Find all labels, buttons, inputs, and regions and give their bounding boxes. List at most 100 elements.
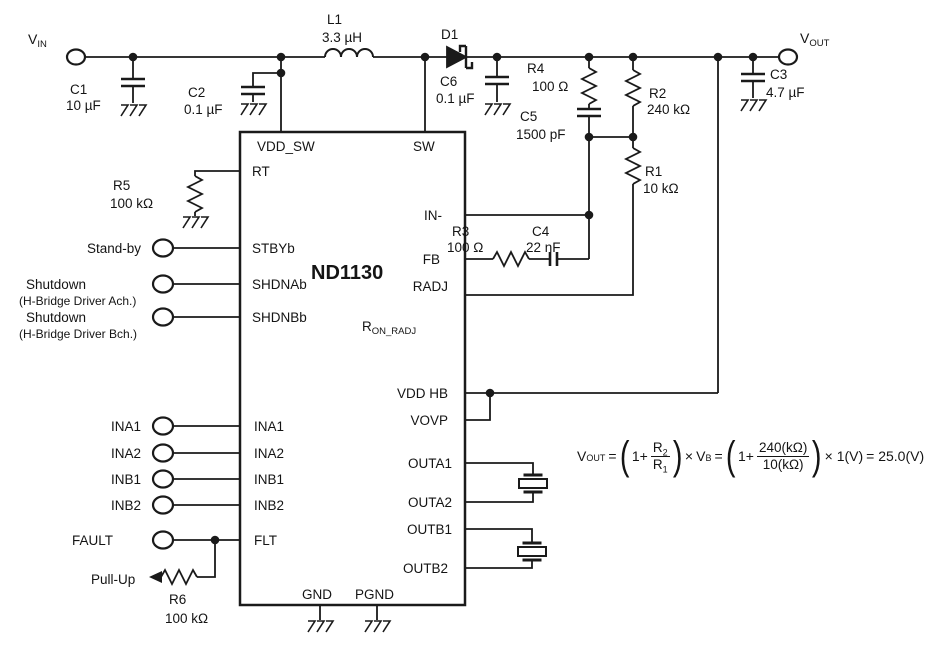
terminal-fault	[151, 530, 175, 550]
capacitor-c3-icon	[739, 72, 767, 83]
pin-rt: RT	[252, 164, 270, 179]
pin-shdnab: SHDNAb	[252, 277, 307, 292]
schematic-labels: VIN VOUT C1 10 µF C2 0.1 µF L1 3.3 µH D1…	[19, 12, 830, 626]
pullup-arrow-icon	[149, 571, 162, 583]
resistor-r6-icon	[160, 569, 198, 585]
l1-value: 3.3 µH	[322, 30, 362, 45]
pin-stbyb: STBYb	[252, 241, 295, 256]
inductor-l1-icon	[324, 48, 374, 58]
terminal-vin	[65, 48, 87, 66]
pin-inb2: INB2	[254, 498, 284, 513]
inb2-label: INB2	[111, 498, 141, 513]
capacitor-c6-icon	[483, 75, 511, 86]
capacitor-c5-icon	[575, 107, 603, 118]
terminal-standby	[151, 238, 175, 258]
resistor-r5-icon	[187, 175, 203, 213]
pin-flt: FLT	[254, 533, 277, 548]
c5-ref: C5	[520, 109, 537, 124]
r4-value: 100 Ω	[532, 79, 568, 94]
wire-rt-r5	[194, 170, 240, 216]
c6-ref: C6	[440, 74, 457, 89]
piezo-element-a-icon	[517, 473, 549, 494]
fraction-values: 240(kΩ) 10(kΩ)	[756, 439, 810, 472]
vout-label: VOUT	[800, 30, 830, 49]
terminal-shutdown-b	[151, 307, 175, 327]
pin-fb: FB	[423, 252, 440, 267]
schottky-diode-d1-icon	[446, 44, 474, 70]
pin-vovp: VOVP	[410, 413, 448, 428]
ina2-label: INA2	[111, 446, 141, 461]
wire-gnd-pgnd	[319, 605, 378, 620]
open-paren: (	[619, 434, 629, 478]
pin-outb2: OUTB2	[403, 561, 448, 576]
junction-dots	[128, 52, 758, 545]
shutdown-b-note: (H-Bridge Driver Bch.)	[19, 327, 137, 341]
pin-outa2: OUTA2	[408, 495, 452, 510]
r5-ref: R5	[113, 178, 130, 193]
pin-gnd: GND	[302, 587, 332, 602]
pin-in-minus: IN-	[424, 208, 442, 223]
r2-ref: R2	[649, 86, 666, 101]
resistor-r3-icon	[492, 251, 530, 267]
c1-ref: C1	[70, 82, 87, 97]
r4-ref: R4	[527, 61, 545, 76]
resistor-r2-icon	[625, 69, 641, 107]
inb1-label: INB1	[111, 472, 141, 487]
fault-label: FAULT	[72, 533, 113, 548]
c5-value: 1500 pF	[516, 127, 566, 142]
resistor-r1-icon	[625, 147, 641, 185]
capacitor-c1-icon	[119, 77, 147, 88]
c4-value: 22 nF	[526, 240, 561, 255]
ina1-label: INA1	[111, 419, 141, 434]
r3-ref: R3	[452, 224, 469, 239]
shutdown-b-label: Shutdown	[26, 310, 86, 325]
wire-control-inputs	[173, 247, 240, 541]
pullup-label: Pull-Up	[91, 572, 135, 587]
pin-radj: RADJ	[413, 279, 448, 294]
terminal-inb1	[151, 469, 175, 489]
terminal-vout	[777, 48, 799, 66]
r5-value: 100 kΩ	[110, 196, 153, 211]
l1-ref: L1	[327, 12, 342, 27]
ground-icon	[120, 104, 147, 117]
r1-value: 10 kΩ	[643, 181, 679, 196]
c2-ref: C2	[188, 85, 205, 100]
shutdown-a-note: (H-Bridge Driver Ach.)	[19, 294, 136, 308]
close-paren: )	[812, 434, 822, 478]
c6-value: 0.1 µF	[436, 91, 475, 106]
c3-ref: C3	[770, 67, 787, 82]
pin-outb1: OUTB1	[407, 522, 452, 537]
c1-value: 10 µF	[66, 98, 101, 113]
wire-outa-load	[465, 462, 534, 503]
pin-ina2: INA2	[254, 446, 284, 461]
c3-value: 4.7 µF	[766, 85, 805, 100]
ron-radj-label: RON_RADJ	[362, 319, 416, 337]
terminal-shutdown-a	[151, 274, 175, 294]
r6-ref: R6	[169, 592, 186, 607]
wire-vovp	[465, 393, 491, 421]
ground-icon	[740, 99, 767, 112]
resistor-r4-icon	[581, 67, 597, 105]
terminal-inb2	[151, 495, 175, 515]
standby-label: Stand-by	[87, 241, 141, 256]
wire-vdd-hb	[465, 57, 719, 394]
pin-pgnd: PGND	[355, 587, 394, 602]
terminal-ina2	[151, 443, 175, 463]
pin-outa1: OUTA1	[408, 456, 452, 471]
wire-divider-branch	[429, 57, 634, 337]
r2-value: 240 kΩ	[647, 102, 690, 117]
ground-icon	[307, 620, 334, 633]
shutdown-a-label: Shutdown	[26, 277, 86, 292]
pin-sw: SW	[413, 139, 435, 154]
ground-icon	[182, 216, 209, 229]
ic-body-nd1130	[238, 130, 467, 607]
c2-value: 0.1 µF	[184, 102, 223, 117]
pin-ina1: INA1	[254, 419, 284, 434]
pin-shdnbb: SHDNBb	[252, 310, 307, 325]
open-paren: (	[725, 434, 736, 478]
r1-ref: R1	[645, 164, 662, 179]
ground-icon	[484, 103, 511, 116]
